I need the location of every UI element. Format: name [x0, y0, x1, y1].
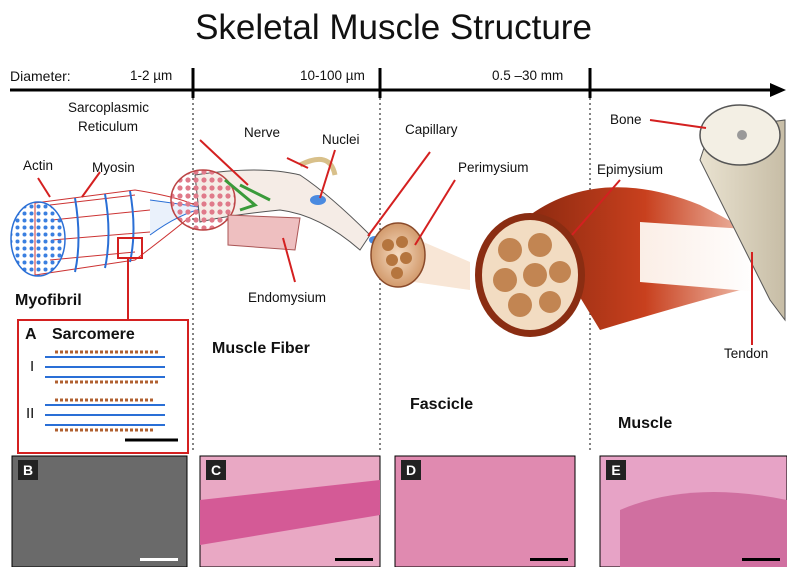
label-capillary: Capillary — [405, 122, 458, 137]
micrograph-panels — [12, 456, 787, 567]
sarcomere-state-1: I — [30, 358, 34, 375]
section-muscle-fiber: Muscle Fiber — [212, 340, 310, 358]
label-perimysium: Perimysium — [458, 160, 529, 175]
label-nerve: Nerve — [244, 125, 280, 140]
scale-bar-b — [140, 558, 178, 561]
scale-bar-e — [742, 558, 780, 561]
label-sarcoplasmic: Sarcoplasmic — [68, 100, 149, 115]
panel-letter-b: B — [18, 460, 38, 480]
diameter-axis — [10, 68, 786, 98]
label-reticulum: Reticulum — [78, 119, 138, 134]
label-myosin: Myosin — [92, 160, 135, 175]
muscle-fiber-illustration — [171, 159, 381, 250]
sarcomere-letter: A — [25, 326, 37, 344]
scale-bar-d — [530, 558, 568, 561]
scale-bar-c — [335, 558, 373, 561]
section-muscle: Muscle — [618, 415, 672, 433]
label-bone: Bone — [610, 112, 642, 127]
section-myofibril: Myofibril — [15, 292, 82, 310]
sarcomere-state-2: II — [26, 405, 34, 422]
muscle-illustration — [475, 187, 760, 337]
sarcomere-title: Sarcomere — [52, 326, 135, 344]
panel-letter-c: C — [206, 460, 226, 480]
label-endomysium: Endomysium — [248, 290, 326, 305]
section-fascicle: Fascicle — [410, 396, 473, 414]
fascicle-illustration — [371, 223, 470, 290]
panel-letter-e: E — [606, 460, 626, 480]
label-epimysium: Epimysium — [597, 162, 663, 177]
label-actin: Actin — [23, 158, 53, 173]
panel-letter-d: D — [401, 460, 421, 480]
label-tendon: Tendon — [724, 346, 768, 361]
label-nuclei: Nuclei — [322, 132, 360, 147]
